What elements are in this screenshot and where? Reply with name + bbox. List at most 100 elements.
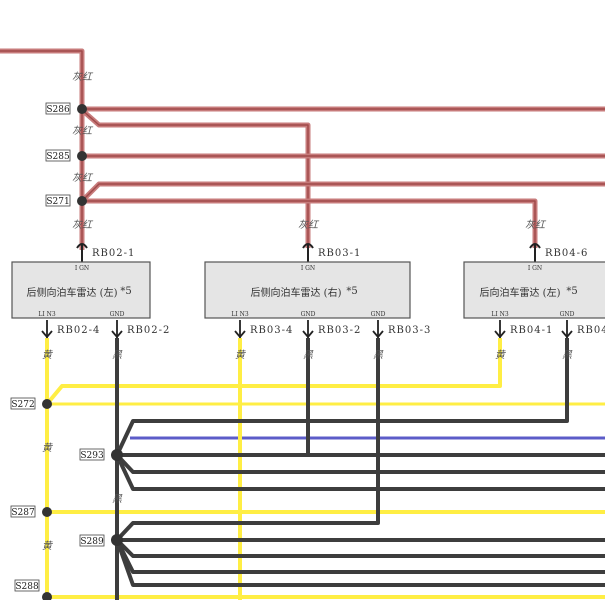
pin-name: LI N3 <box>231 311 249 318</box>
pin-name: LI N3 <box>491 311 509 318</box>
connector-rb03-1-symbol <box>302 243 314 262</box>
black-wire-s289-h4 <box>115 539 605 587</box>
black-wire-s293-h3 <box>115 454 605 491</box>
black-wire-to-rb04 <box>115 338 569 456</box>
splice-dot-s272 <box>42 399 52 409</box>
splice-text-s285: S285 <box>46 152 70 162</box>
splice-dot-s293 <box>111 449 123 461</box>
top-connectors <box>76 243 541 262</box>
module-title: 后向泊车雷达 (左) <box>480 286 561 299</box>
red-wire-s271-up <box>80 181 605 203</box>
splice-text-s286: S286 <box>46 105 70 115</box>
wire-label-black-3: 黑 <box>303 349 314 361</box>
splice-label-s271: S271 <box>45 194 71 207</box>
wire-label-black-2: 黑 <box>112 493 123 505</box>
module-note: *5 <box>346 286 357 297</box>
splice-label-s288: S288 <box>14 579 40 592</box>
wire-label-gray-red-3: 灰红 <box>72 172 94 184</box>
splice-labels: S286 S285 S271 S272 S293 S287 S289 S288 <box>10 102 105 592</box>
splice-dot-s286 <box>77 104 87 114</box>
module-title: 后侧向泊车雷达 (右) <box>251 286 342 299</box>
module-note: *5 <box>120 286 131 297</box>
splice-dot-s271 <box>77 196 87 206</box>
splice-text-s288: S288 <box>15 582 39 592</box>
wire-label-black-5: 黑 <box>562 349 573 361</box>
red-wire-to-rb03 <box>80 108 311 248</box>
pin-label: RB03-4 <box>250 325 293 336</box>
glow-wire-group <box>48 379 605 445</box>
yellow-wire-to-rb04-1 <box>45 338 502 406</box>
module-rear-side-radar-left: I GN 后侧向泊车雷达 (左) *5 LI N3 GND RB02-1 RB0… <box>11 248 170 336</box>
connector-rb02-1-symbol <box>76 243 88 262</box>
pin-name: GND <box>301 311 316 318</box>
connector-rb03-3-symbol <box>372 320 384 339</box>
module-note: *5 <box>566 286 577 297</box>
splice-text-s272: S272 <box>11 400 34 410</box>
wire-label-black-4: 黑 <box>373 349 384 361</box>
splice-dot-s287 <box>42 507 52 517</box>
splice-label-s286: S286 <box>45 102 71 115</box>
wire-label-yellow-4: 黄 <box>235 349 246 361</box>
bottom-connectors <box>41 320 573 339</box>
black-wire-to-rb03-3 <box>115 338 380 542</box>
wire-label-gray-red-4: 灰红 <box>72 219 94 231</box>
red-wire-to-rb04-core <box>82 200 536 248</box>
pin-label: RB02-1 <box>92 248 135 259</box>
pin-label: RB03-1 <box>318 248 361 259</box>
connector-rb04-1-symbol <box>494 320 506 339</box>
module-rear-side-radar-right: I GN 后侧向泊车雷达 (右) *5 LI N3 GND GND RB03-1… <box>204 248 430 336</box>
splice-text-s293: S293 <box>80 451 104 461</box>
black-wire-s293-h2 <box>115 453 605 474</box>
module-rear-radar-left: I GN 后向泊车雷达 (左) *5 LI N3 GND RB04-6 RB04… <box>463 248 605 336</box>
red-wire-group <box>0 48 605 250</box>
splice-dot-s288 <box>42 592 52 600</box>
pin-label: RB04 <box>577 325 605 336</box>
wire-label-yellow-3: 黄 <box>42 540 53 552</box>
splice-dots <box>42 104 123 600</box>
wire-label-gray-red-1: 灰红 <box>72 71 94 83</box>
wire-label-yellow-5: 黄 <box>495 349 506 361</box>
red-wire-feed-core <box>0 50 83 250</box>
module-box <box>204 261 411 319</box>
pin-name: GND <box>560 311 575 318</box>
pin-name: GND <box>110 311 125 318</box>
red-wire-to-rb03-core <box>81 109 309 248</box>
black-wire-group <box>115 338 605 600</box>
wire-label-gray-red-6: 灰红 <box>525 219 547 231</box>
module-box <box>11 261 151 319</box>
wire-label-gray-red-2: 灰红 <box>72 125 94 137</box>
splice-dot-s289 <box>111 534 123 546</box>
pin-name: GND <box>371 311 386 318</box>
connector-rb03-2-symbol <box>302 320 314 339</box>
splice-text-s271: S271 <box>46 197 69 207</box>
wire-label-yellow-1: 黄 <box>42 349 53 361</box>
pin-label: RB04-6 <box>545 248 588 259</box>
wire-label-yellow-2: 黄 <box>42 442 53 454</box>
connector-rb02-4-symbol <box>41 320 53 339</box>
black-wire-s289-h2 <box>115 538 605 558</box>
module-box <box>463 261 605 319</box>
splice-dot-s285 <box>77 151 87 161</box>
red-wire-s271-up-core <box>81 183 605 202</box>
splice-label-s293: S293 <box>79 448 105 461</box>
pin-name: LI N3 <box>38 311 56 318</box>
pin-name: I GN <box>75 265 89 272</box>
wire-label-black-1: 黑 <box>112 349 123 361</box>
pin-label: RB04-1 <box>510 325 553 336</box>
splice-text-s287: S287 <box>11 508 35 518</box>
pin-name: I GN <box>301 265 315 272</box>
splice-label-s272: S272 <box>10 397 36 410</box>
connector-rb02-2-symbol <box>111 320 123 339</box>
pin-label: RB02-2 <box>127 325 170 336</box>
connector-rb03-4-symbol <box>234 320 246 339</box>
pin-name: I GN <box>528 265 542 272</box>
pin-label: RB02-4 <box>57 325 100 336</box>
connector-rb04-symbol <box>561 320 573 339</box>
splice-label-s289: S289 <box>79 534 105 547</box>
wire-label-gray-red-5: 灰红 <box>298 219 320 231</box>
pin-label: RB03-2 <box>318 325 361 336</box>
splice-label-s287: S287 <box>10 505 36 518</box>
splice-text-s289: S289 <box>80 537 104 547</box>
